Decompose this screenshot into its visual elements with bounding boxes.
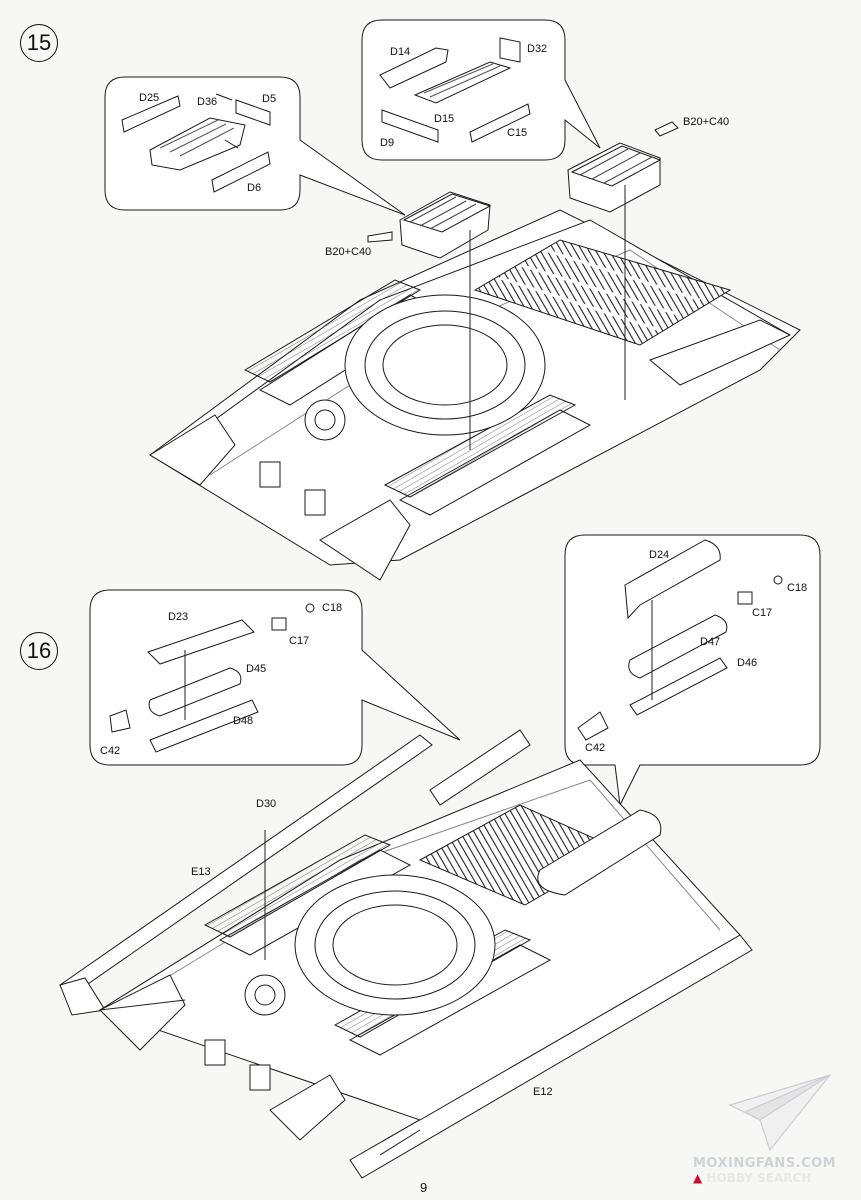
watermark-site: MOXINGFANS.COM: [693, 1156, 837, 1171]
step-15-drawing: [104, 19, 801, 581]
label-c17-right: C17: [752, 607, 773, 619]
label-c18-left: C18: [322, 602, 343, 614]
label-c42-left: C42: [100, 745, 121, 757]
label-b20-c40-left: B20+C40: [325, 246, 372, 258]
label-d45: D45: [246, 663, 267, 675]
part-d23: [147, 619, 255, 665]
part-d15: [413, 61, 512, 104]
label-d9: D9: [380, 137, 395, 149]
part-d14: [379, 47, 449, 89]
step-16-drawing: [59, 534, 821, 1179]
label-d24: D24: [649, 549, 670, 561]
part-c17-right: [737, 591, 753, 605]
label-d15: D15: [434, 113, 455, 125]
part-d46: [629, 657, 728, 716]
label-e13: E13: [191, 866, 211, 878]
label-d48: D48: [233, 715, 254, 727]
part-d36: [149, 117, 246, 171]
step-16-number: 16: [20, 632, 58, 670]
part-d5: [235, 99, 271, 126]
callout-15-right: [361, 19, 601, 161]
shop-logo-icon: ▲: [693, 1171, 703, 1185]
part-c42: [109, 709, 131, 733]
label-d23: D23: [168, 611, 189, 623]
label-e12: E12: [533, 1086, 553, 1098]
label-d25: D25: [139, 92, 160, 104]
stowage-box-left: [399, 191, 492, 259]
callout-15-left: [104, 76, 406, 216]
paper-plane-icon: [728, 1073, 832, 1152]
part-c18: [305, 603, 315, 613]
label-d5: D5: [262, 93, 277, 105]
label-d36: D36: [197, 96, 218, 108]
part-d48: [149, 699, 259, 753]
part-c18-right: [773, 575, 783, 585]
hull-deck-15: [149, 209, 801, 581]
part-d25: [121, 95, 181, 133]
watermark-shop: ▲ HOBBY SEARCH: [693, 1171, 811, 1185]
page-number: 9: [420, 1180, 428, 1195]
part-c15: [469, 103, 531, 143]
label-c18-right: C18: [787, 582, 808, 594]
label-d14: D14: [390, 46, 411, 58]
part-d45: [148, 667, 242, 717]
part-c17: [271, 617, 287, 631]
part-d47: [628, 614, 728, 679]
watermark-shop-label: HOBBY SEARCH: [706, 1171, 812, 1185]
label-d32: D32: [527, 43, 548, 55]
side-skirt-e13: [59, 734, 433, 1016]
label-b20-c40-right: B20+C40: [683, 116, 730, 128]
part-d24: [624, 539, 721, 620]
part-d9: [381, 109, 439, 143]
part-c42-right: [577, 711, 609, 741]
callout-16-left: [89, 589, 461, 766]
label-d6: D6: [247, 182, 262, 194]
label-c17-left: C17: [289, 635, 310, 647]
step-15-number: 15: [20, 24, 58, 62]
label-d30: D30: [256, 798, 277, 810]
label-d46: D46: [737, 657, 758, 669]
part-d6: [211, 151, 271, 193]
label-c15: C15: [507, 127, 528, 139]
hull-deck-16: [98, 729, 741, 1141]
part-d32: [499, 37, 521, 63]
stowage-box-right: [567, 142, 662, 213]
label-d47: D47: [700, 636, 721, 648]
label-c42-right: C42: [585, 742, 606, 754]
